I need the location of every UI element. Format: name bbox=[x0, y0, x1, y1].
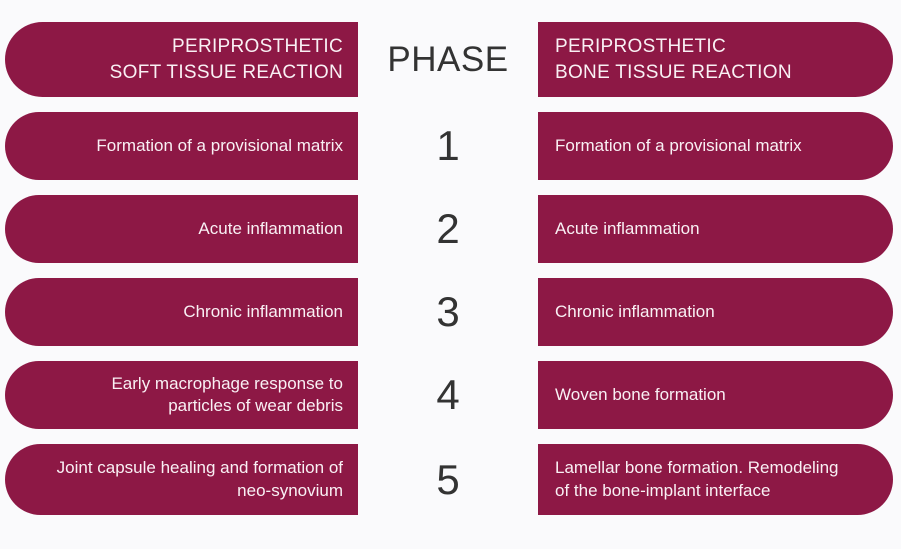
soft-tissue-row-2: Acute inflammation bbox=[5, 195, 358, 263]
soft-tissue-header: PERIPROSTHETIC SOFT TISSUE REACTION bbox=[5, 22, 358, 97]
bone-tissue-row-3-label: Chronic inflammation bbox=[555, 301, 715, 321]
bone-tissue-row-3: Chronic inflammation bbox=[538, 278, 893, 346]
soft-tissue-row-4: Early macrophage response to particles o… bbox=[5, 361, 358, 429]
phase-number-1-label: 1 bbox=[436, 122, 460, 169]
bone-tissue-row-4: Woven bone formation bbox=[538, 361, 893, 429]
bone-tissue-header: PERIPROSTHETIC BONE TISSUE REACTION bbox=[538, 22, 893, 97]
bone-tissue-row-2-label: Acute inflammation bbox=[555, 218, 700, 238]
bone-tissue-row-5-label: Lamellar bone formation. Remodeling of t… bbox=[555, 458, 839, 500]
phase-number-4: 4 bbox=[358, 361, 538, 429]
soft-tissue-row-3-label: Chronic inflammation bbox=[183, 301, 343, 321]
soft-tissue-row-1: Formation of a provisional matrix bbox=[5, 112, 358, 180]
bone-tissue-row-1-label: Formation of a provisional matrix bbox=[555, 135, 802, 155]
bone-tissue-row-5: Lamellar bone formation. Remodeling of t… bbox=[538, 444, 893, 515]
phase-number-1: 1 bbox=[358, 112, 538, 180]
phase-number-3: 3 bbox=[358, 278, 538, 346]
soft-tissue-row-5: Joint capsule healing and formation of n… bbox=[5, 444, 358, 515]
soft-tissue-row-3: Chronic inflammation bbox=[5, 278, 358, 346]
bone-tissue-row-1: Formation of a provisional matrix bbox=[538, 112, 893, 180]
bone-tissue-row-4-label: Woven bone formation bbox=[555, 384, 726, 404]
bone-tissue-header-label: PERIPROSTHETIC BONE TISSUE REACTION bbox=[555, 36, 792, 83]
phase-column-header: PHASE bbox=[358, 22, 538, 97]
soft-tissue-row-1-label: Formation of a provisional matrix bbox=[96, 135, 343, 155]
soft-tissue-row-4-label: Early macrophage response to particles o… bbox=[111, 373, 343, 415]
soft-tissue-row-2-label: Acute inflammation bbox=[198, 218, 343, 238]
phase-number-2-label: 2 bbox=[436, 205, 460, 252]
phase-number-2: 2 bbox=[358, 195, 538, 263]
bone-tissue-row-2: Acute inflammation bbox=[538, 195, 893, 263]
soft-tissue-row-5-label: Joint capsule healing and formation of n… bbox=[56, 458, 343, 500]
phases-grid: PERIPROSTHETIC SOFT TISSUE REACTION PHAS… bbox=[5, 22, 893, 515]
phase-number-4-label: 4 bbox=[436, 371, 460, 418]
phase-column-header-label: PHASE bbox=[387, 39, 509, 79]
phase-number-5-label: 5 bbox=[436, 455, 460, 503]
phase-number-5: 5 bbox=[358, 444, 538, 515]
soft-tissue-header-label: PERIPROSTHETIC SOFT TISSUE REACTION bbox=[109, 36, 343, 83]
phase-number-3-label: 3 bbox=[436, 288, 460, 335]
